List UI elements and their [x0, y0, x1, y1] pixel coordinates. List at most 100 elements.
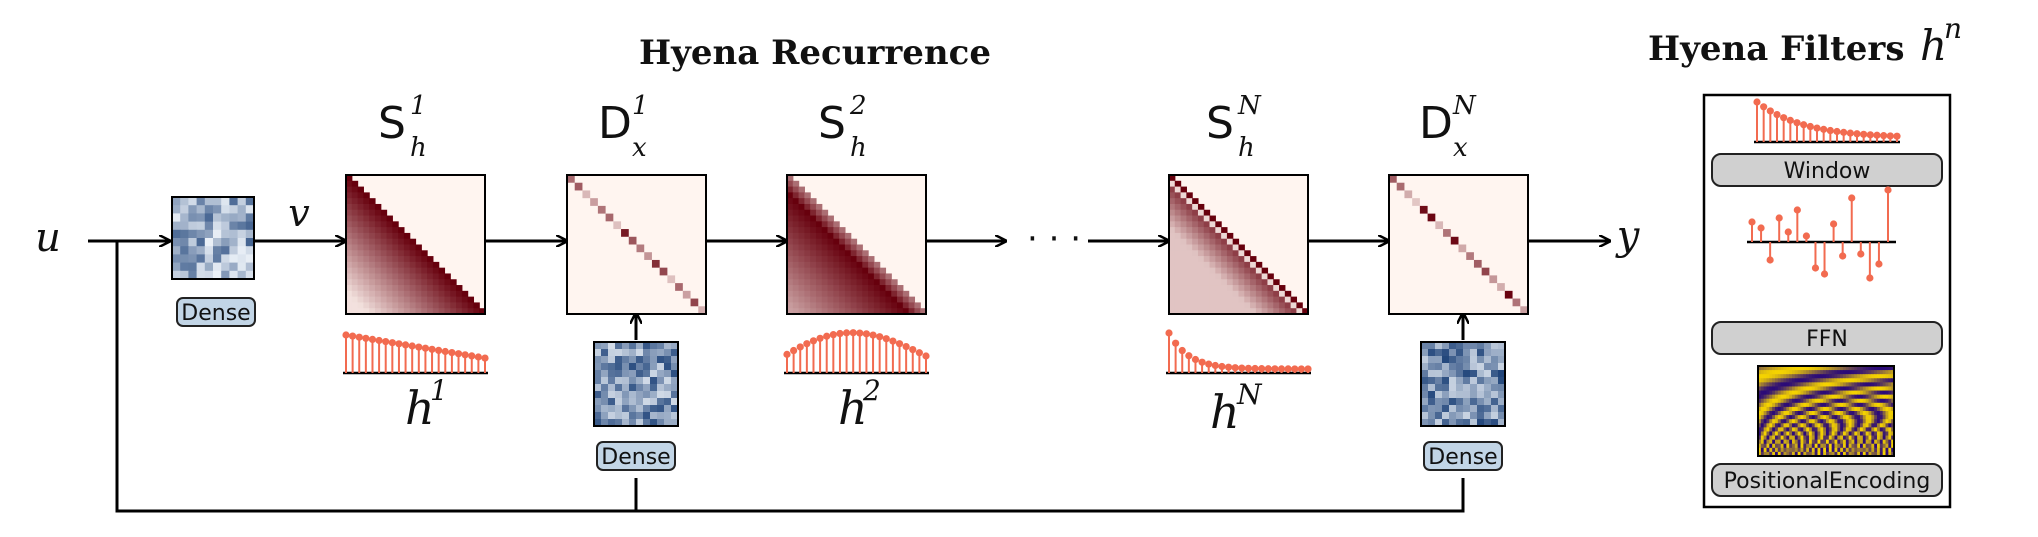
pe-cell	[1845, 431, 1850, 437]
pe-cell	[1882, 378, 1886, 383]
dense-cell	[671, 398, 679, 406]
matrix-cell	[815, 215, 823, 222]
stem-marker	[441, 347, 449, 356]
pe-cell	[1775, 402, 1779, 408]
stem-marker	[1297, 365, 1305, 373]
pe-cell	[1851, 423, 1855, 428]
dense-cell	[1477, 363, 1485, 371]
stem-marker	[408, 342, 416, 350]
stem-marker	[1793, 206, 1801, 214]
stem-marker	[1826, 126, 1834, 135]
matrix-cell	[456, 296, 463, 304]
matrix-cell	[357, 256, 364, 263]
pe-cell	[1877, 390, 1881, 396]
pe-cell	[1758, 451, 1762, 457]
pe-cell	[1777, 398, 1782, 404]
pe-cell	[1843, 439, 1847, 445]
matrix-cell	[810, 279, 817, 286]
dense-button-u[interactable]	[176, 297, 256, 327]
pe-cell	[1882, 415, 1886, 420]
matrix-cell	[862, 285, 869, 292]
pe-cell	[1851, 406, 1855, 412]
pe-cell	[1806, 423, 1810, 428]
dense-cell	[664, 398, 672, 406]
pe-cell	[1826, 443, 1830, 449]
matrix-cell	[374, 232, 382, 240]
pe-cell	[1800, 374, 1804, 379]
pe-cell	[1891, 411, 1895, 416]
pe-cell	[1882, 402, 1886, 408]
matrix-cell	[1255, 285, 1263, 292]
dense-cell	[601, 398, 609, 406]
pe-cell	[1848, 390, 1852, 396]
stem-marker	[849, 329, 857, 337]
pe-cell	[1775, 427, 1779, 432]
matrix-cell	[1238, 273, 1245, 280]
matrix-cell	[456, 308, 463, 315]
pe-cell	[1857, 419, 1861, 424]
matrix-cell	[438, 285, 446, 292]
pe-cell	[1786, 423, 1790, 428]
matrix-cell	[1169, 261, 1176, 269]
positional-encoding-button[interactable]	[1711, 463, 1943, 497]
matrix-cell	[879, 302, 887, 309]
ffn-button[interactable]	[1711, 321, 1943, 355]
pe-cell	[1797, 398, 1801, 404]
pe-cell	[1823, 398, 1827, 404]
pe-cell	[1780, 398, 1784, 404]
dense-button-d1[interactable]	[596, 441, 676, 471]
stem-marker	[842, 329, 851, 337]
pe-cell	[1882, 439, 1886, 445]
matrix-cell	[386, 256, 393, 263]
matrix-cell	[827, 221, 834, 228]
dense-cell	[650, 412, 658, 420]
matrix-cell	[1174, 256, 1182, 263]
dense-cell	[1421, 384, 1429, 392]
dense-cell	[245, 221, 255, 231]
pe-cell	[1814, 411, 1818, 416]
block-d-x-1-sub: x	[632, 133, 647, 163]
pe-cell	[1820, 447, 1824, 453]
dense-cell	[608, 370, 616, 378]
dense-cell	[615, 363, 623, 371]
matrix-cell	[868, 256, 875, 263]
matrix-cell	[810, 290, 817, 298]
pe-cell	[1797, 415, 1801, 420]
pe-cell	[1879, 443, 1884, 449]
pe-cell	[1843, 443, 1847, 449]
matrix-cell	[1244, 279, 1251, 286]
dense-button-dN[interactable]	[1423, 441, 1503, 471]
matrix-diag-cell	[1450, 236, 1459, 245]
stem-marker	[876, 333, 884, 341]
matrix-cell	[1221, 273, 1228, 280]
pe-cell	[1868, 451, 1872, 457]
matrix-cell	[450, 285, 457, 292]
pe-cell	[1831, 386, 1835, 392]
stem-marker	[889, 337, 897, 345]
pe-cell	[1891, 451, 1895, 457]
matrix-diag-cell	[644, 252, 652, 260]
matrix-cell	[868, 273, 875, 280]
matrix-cell	[346, 308, 353, 315]
dense-cell	[1463, 356, 1471, 364]
pe-cell	[1828, 435, 1833, 441]
block-d-x-n-sup: N	[1452, 91, 1477, 121]
pe-cell	[1817, 394, 1821, 400]
pe-cell	[1840, 378, 1844, 383]
pe-cell	[1820, 370, 1824, 375]
dense-cell	[180, 221, 189, 231]
pe-cell	[1777, 443, 1782, 449]
pe-cell	[1826, 435, 1830, 441]
pe-cell	[1826, 419, 1830, 424]
pe-cell	[1828, 406, 1833, 412]
pe-cell	[1794, 394, 1799, 400]
pe-cell	[1766, 451, 1770, 457]
matrix-diag-cell	[667, 275, 676, 284]
matrix-cell	[862, 250, 869, 257]
pe-cell	[1874, 370, 1878, 375]
pe-cell	[1871, 435, 1875, 441]
dense-cell	[188, 221, 198, 231]
matrix-cell	[850, 290, 858, 298]
window-button[interactable]	[1711, 153, 1943, 187]
pe-cell	[1794, 382, 1799, 387]
